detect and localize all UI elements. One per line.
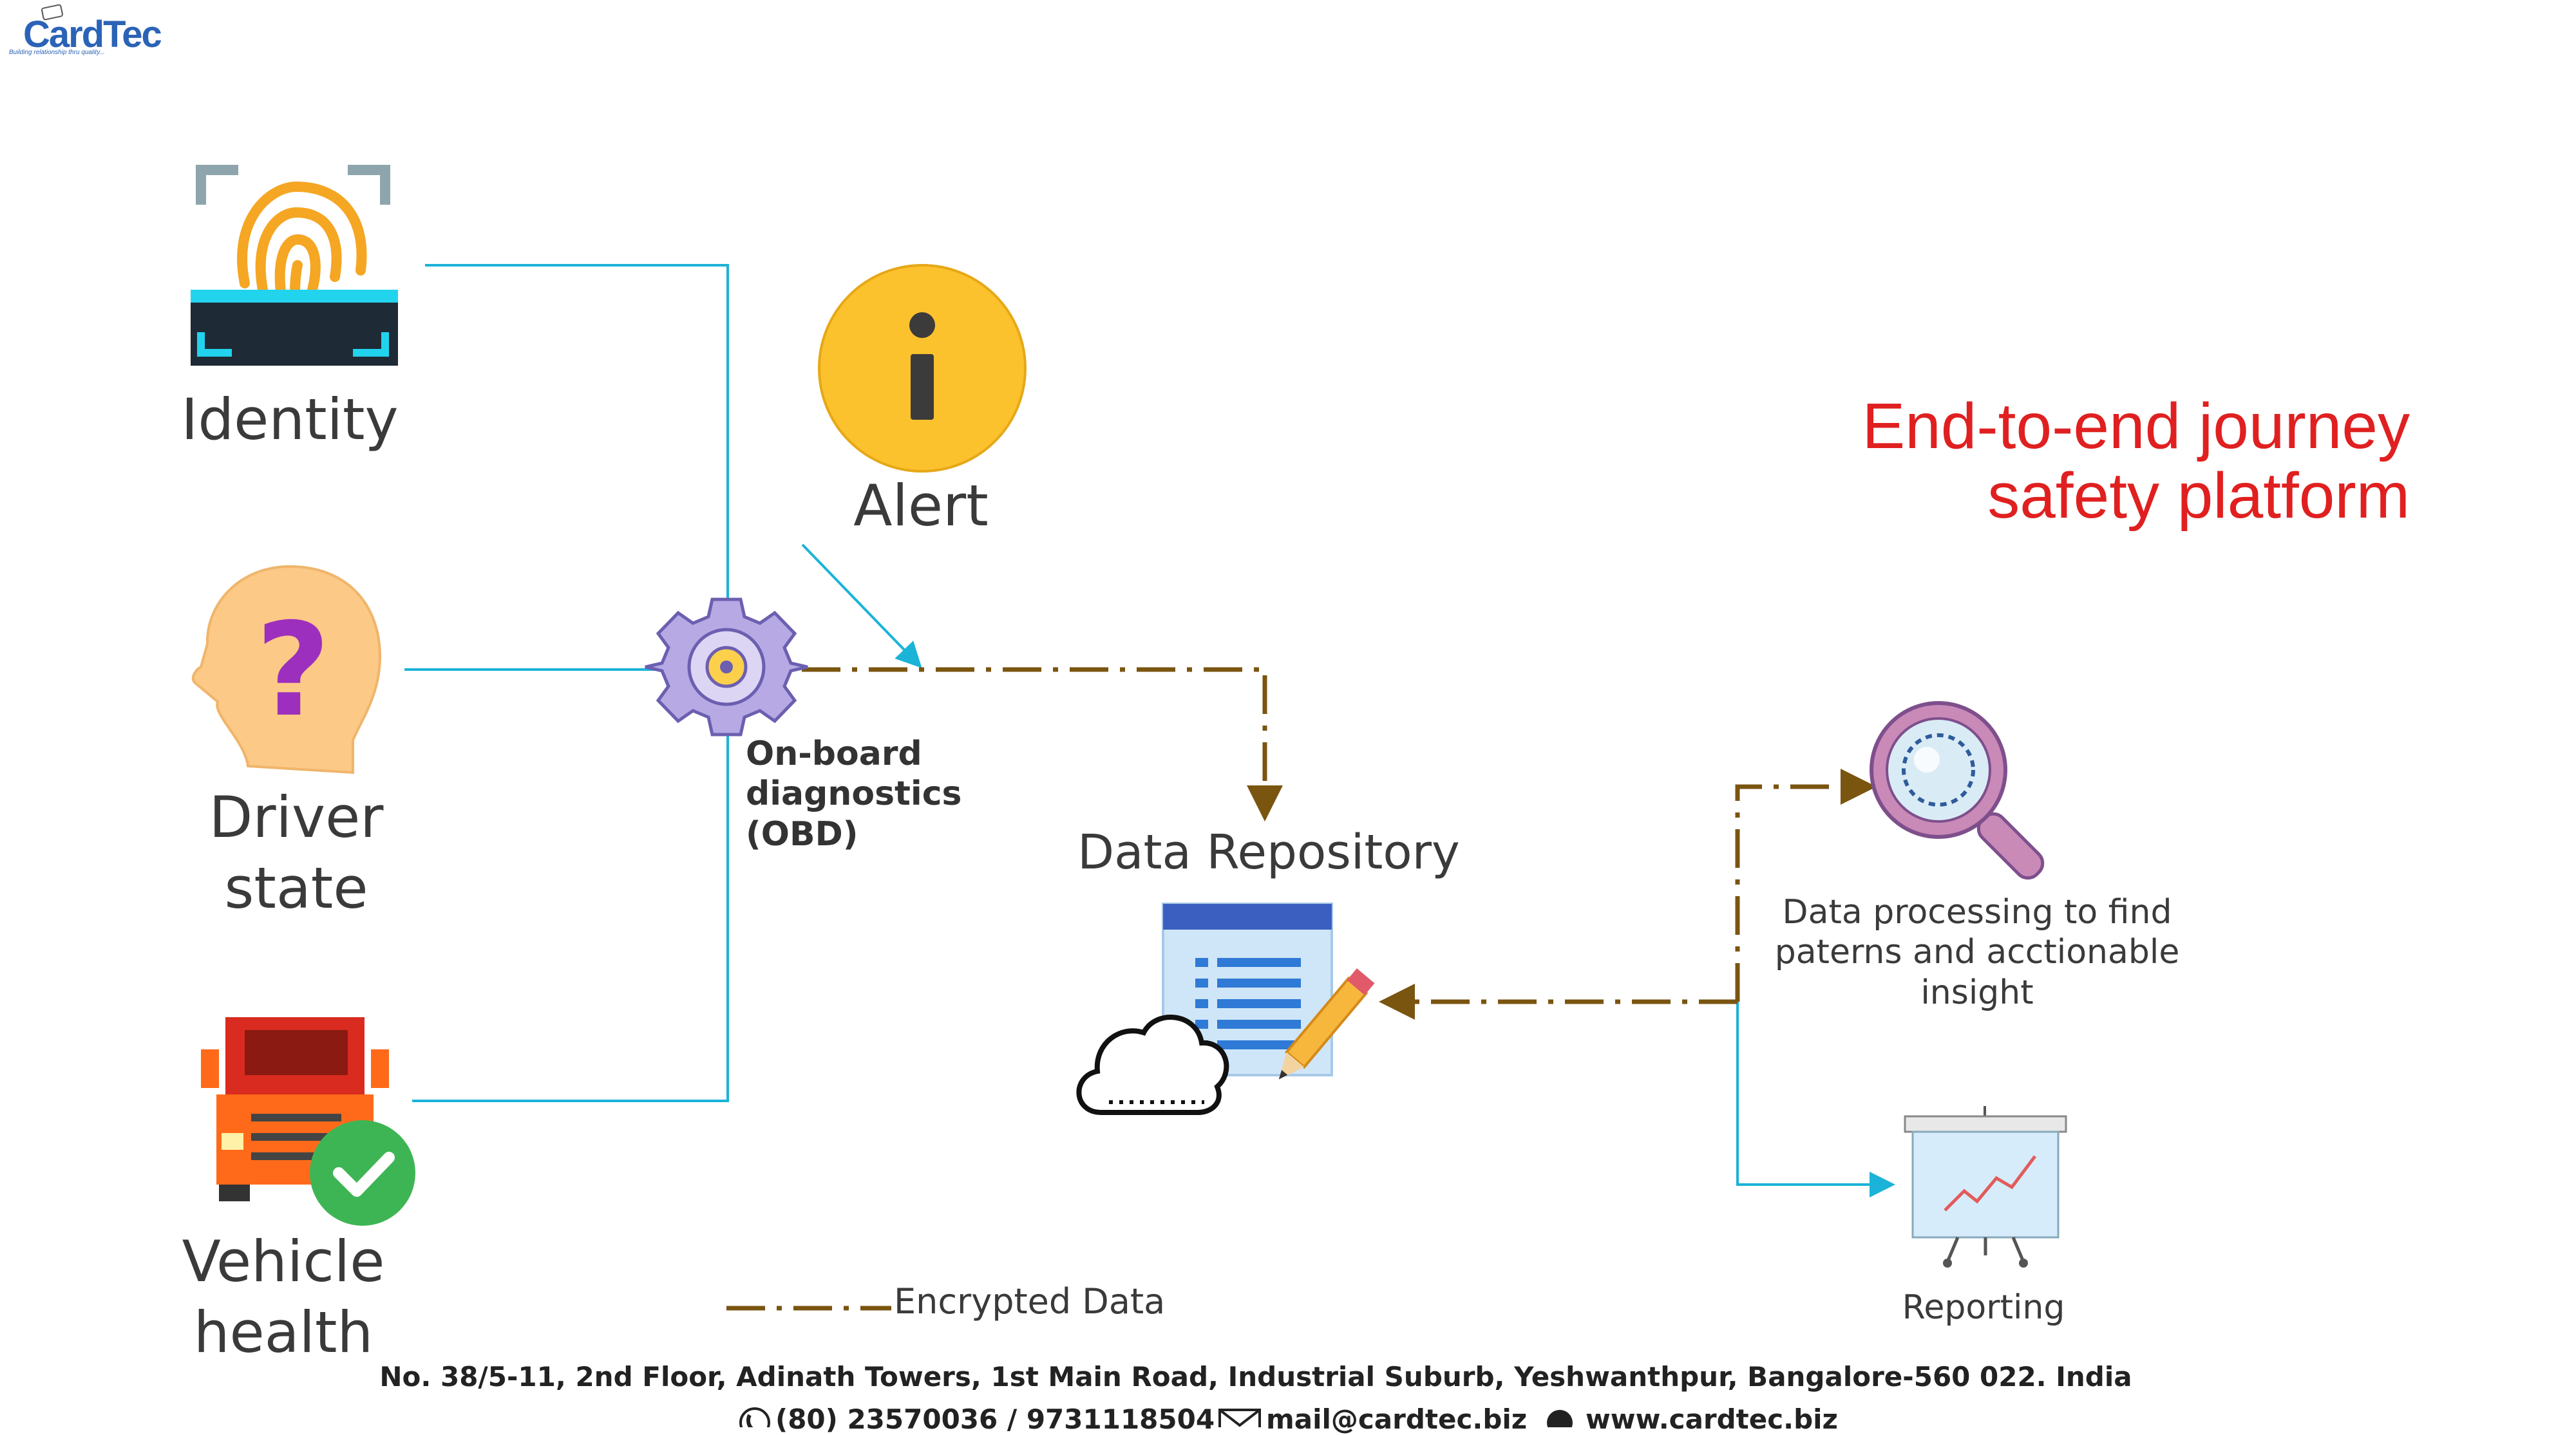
data-repository-label: Data Repository [1077, 825, 1460, 880]
data-processing-line3: insight [1920, 973, 2034, 1012]
reporting-label: Reporting [1902, 1288, 2065, 1327]
page-title: End-to-end journey safety platform [1862, 391, 2410, 530]
footer-phone: (80) 23570036 / 9731118504 [775, 1403, 1215, 1435]
vehicle-health-link [412, 734, 729, 1102]
title-line1: End-to-end journey [1862, 390, 2410, 462]
phone-icon [739, 1407, 770, 1427]
identity-label: Identity [181, 386, 399, 453]
gear-icon [645, 597, 808, 736]
repository-to-processing [1735, 769, 1877, 1002]
alert-label: Alert [853, 473, 989, 539]
driver-state-label-line1: Driver [209, 784, 384, 850]
obd-label-line2: diagnostics [746, 774, 962, 814]
driver-state-label-line2: state [224, 855, 368, 921]
footer-website[interactable]: www.cardtec.biz [1586, 1403, 1839, 1435]
obd-label: On-board diagnostics (OBD) [746, 734, 962, 854]
encrypted-flow-lines [726, 667, 1877, 1311]
card-icon [41, 4, 63, 21]
vehicle-health-label-line1: Vehicle [182, 1228, 385, 1295]
svg-text:?: ? [256, 596, 330, 746]
data-processing-line2: paterns and acctionable [1774, 933, 2180, 972]
identity-link [425, 264, 729, 605]
data-processing-label: Data processing to find paterns and acct… [1700, 892, 2254, 1013]
info-icon [818, 264, 1027, 473]
vehicle-health-label-line2: health [193, 1299, 374, 1365]
legend-encrypted-label: Encrypted Data [894, 1281, 1166, 1322]
obd-label-line1: On-board [746, 735, 922, 773]
obd-to-repository [802, 667, 1283, 821]
globe-icon [1547, 1410, 1573, 1427]
check-badge-icon [310, 1120, 415, 1226]
obd-label-line3: (OBD) [746, 814, 858, 854]
truck-icon [201, 1017, 415, 1226]
data-processing-line1: Data processing to find [1782, 893, 2172, 932]
document-edit-icon [1162, 903, 1375, 1080]
fingerprint-icon [191, 165, 398, 366]
logo-tagline: Building relationship thru quality... [9, 49, 105, 56]
head-question-icon: ? [191, 565, 382, 774]
cloud-icon [1076, 1015, 1229, 1115]
logo-wordmark: CardTec [23, 14, 162, 55]
footer-email[interactable]: mail@cardtec.biz [1266, 1403, 1528, 1435]
mail-icon [1218, 1409, 1261, 1427]
alert-arrow [801, 543, 922, 668]
magnifier-icon [1870, 701, 2045, 880]
title-line2: safety platform [1987, 460, 2410, 532]
reporting-arrow [1736, 1002, 1895, 1197]
presentation-board-icon [1904, 1106, 2067, 1268]
footer-address: No. 38/5-11, 2nd Floor, Adinath Towers, … [379, 1361, 2132, 1393]
cardtec-logo [5, 4, 140, 62]
input-flow-lines [404, 264, 1895, 1197]
